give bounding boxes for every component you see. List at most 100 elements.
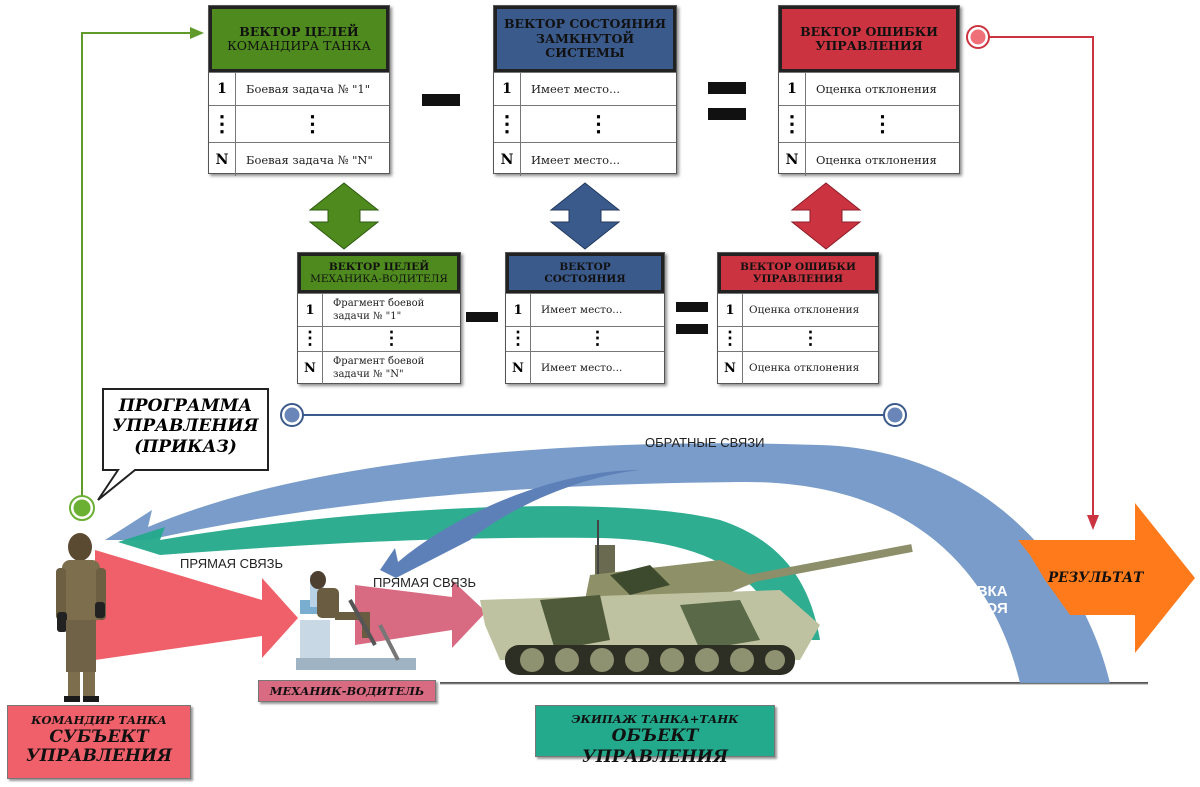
minus-sign-mid: [466, 312, 498, 322]
control-error-row-first: 1 Оценка отклонения: [779, 72, 959, 105]
direct-link-cone-2: [355, 580, 486, 648]
state-row-mid: ⋮ ⋮: [506, 326, 664, 351]
environment-line-3: (СРЕДА): [915, 617, 995, 638]
row-text: Имеет место...: [531, 82, 621, 96]
row-text: Имеет место...: [541, 362, 623, 374]
result-start-node: [967, 26, 989, 48]
direct-link-label-1: ПРЯМАЯ СВЯЗЬ: [180, 556, 284, 571]
error-title-2: УПРАВЛЕНИЯ: [752, 273, 844, 285]
row-text: Оценка отклонения: [816, 152, 937, 167]
error-header: ВЕКТОР ОШИБКИ УПРАВЛЕНИЯ: [718, 253, 878, 293]
state-row-last: N Имеет место...: [506, 351, 664, 384]
row-text: Имеет место...: [541, 304, 623, 316]
state-link-node-left: [281, 404, 303, 426]
row-text: Фрагмент боевой задачи № "1": [323, 297, 424, 323]
row-text: Боевая задача № "1": [246, 82, 371, 96]
driver-goals-title-1: ВЕКТОР ЦЕЛЕЙ: [328, 260, 430, 273]
row-index: 1: [298, 294, 323, 326]
equals-sign-mid-b: [676, 324, 708, 334]
commander-goals-row-mid: ⋮ ⋮: [209, 105, 389, 142]
callout-bubble: [97, 388, 269, 501]
row-index: N: [494, 143, 521, 176]
driver-goals-header: ВЕКТОР ЦЕЛЕЙ МЕХАНИКА-ВОДИТЕЛЯ: [298, 253, 460, 293]
red-double-arrow: [790, 182, 862, 250]
row-text: Имеет место...: [531, 152, 621, 167]
state-title-1: ВЕКТОР: [559, 260, 611, 273]
object-label: ЭКИПАЖ ТАНКА+ТАНК ОБЪЕКТ УПРАВЛЕНИЯ: [535, 705, 775, 767]
control-error-header: ВЕКТОР ОШИБКИ УПРАВЛЕНИЯ: [779, 6, 959, 72]
control-error-row-last: N Оценка отклонения: [779, 142, 959, 176]
state-header: ВЕКТОР СОСТОЯНИЯ: [506, 253, 664, 293]
state-link-node-right: [884, 404, 906, 426]
driver-goals-row-last: N Фрагмент боевой задачи № "N": [298, 351, 460, 384]
row-text-line-1: Фрагмент боевой: [333, 356, 425, 367]
driver-goals-row-first: 1 Фрагмент боевой задачи № "1": [298, 293, 460, 326]
error-vector: ВЕКТОР ОШИБКИ УПРАВЛЕНИЯ 1 Оценка отклон…: [717, 252, 879, 384]
feedback-label: ОБРАТНЫЕ СВЯЗИ: [645, 435, 765, 450]
equals-sign-mid-a: [676, 302, 708, 312]
row-index: N: [298, 352, 323, 384]
row-text: ⋮: [588, 328, 607, 350]
direct-link-cone-1: [95, 550, 298, 660]
driver-goals-row-mid: ⋮ ⋮: [298, 326, 460, 351]
row-index: 1: [506, 294, 531, 326]
result-label: РЕЗУЛЬТАТ: [1048, 570, 1144, 586]
row-index: 1: [779, 73, 806, 105]
row-text-line-2: задачи № "1": [333, 311, 402, 322]
minus-sign-top: [422, 94, 460, 106]
row-index: 1: [494, 73, 521, 105]
driver-goals-title-2: МЕХАНИКА-ВОДИТЕЛЯ: [310, 273, 448, 285]
row-index: ⋮: [209, 106, 236, 142]
commander-label: КОМАНДИР ТАНКА СУБЪЕКТ УПРАВЛЕНИЯ: [7, 705, 191, 779]
commander-label-line-2: СУБЪЕКТ: [49, 727, 149, 747]
commander-label-top: КОМАНДИР ТАНКА: [31, 713, 167, 727]
object-label-main: ОБЪЕКТ УПРАВЛЕНИЯ: [582, 726, 728, 768]
result-arrow: [1018, 503, 1195, 653]
commander-goals-header: ВЕКТОР ЦЕЛЕЙ КОМАНДИРА ТАНКА: [209, 6, 389, 72]
teal-feedback-arc: [118, 506, 820, 640]
callout-line-3: (ПРИКАЗ): [134, 436, 237, 457]
commander-goals-title-1: ВЕКТОР ЦЕЛЕЙ: [239, 23, 359, 39]
environment-arc: [105, 443, 1110, 683]
commander-goals-title-2: КОМАНДИРА ТАНКА: [227, 38, 371, 53]
driver-goals-vector: ВЕКТОР ЦЕЛЕЙ МЕХАНИКА-ВОДИТЕЛЯ 1 Фрагмен…: [297, 252, 461, 384]
command-start-node: [70, 496, 94, 520]
row-index: ⋮: [494, 106, 521, 142]
closed-state-title-2: ЗАМКНУТОЙ: [535, 30, 635, 46]
closed-state-title-3: СИСТЕМЫ: [545, 45, 625, 61]
closed-state-header: ВЕКТОР СОСТОЯНИЯ ЗАМКНУТОЙ СИСТЕМЫ: [494, 6, 676, 72]
row-index: N: [718, 352, 743, 384]
environment-label: ОБСТАНОВКА НА ПОЛЕ БОЯ (СРЕДА): [895, 583, 1015, 639]
row-index: ⋮: [718, 327, 743, 351]
row-text: ⋮: [871, 110, 894, 137]
closed-state-row-last: N Имеет место...: [494, 142, 676, 176]
row-text: Фрагмент боевой задачи № "N": [323, 355, 424, 381]
result-line-arrowhead: [1087, 515, 1099, 530]
commander-goals-row-last: N Боевая задача № "N": [209, 142, 389, 176]
equals-sign-top-a: [708, 82, 746, 94]
environment-line-2: НА ПОЛЕ БОЯ: [902, 600, 1008, 617]
row-text: ⋮: [587, 110, 610, 137]
result-line: [980, 36, 1094, 515]
row-index: ⋮: [506, 327, 531, 351]
control-error-row-mid: ⋮ ⋮: [779, 105, 959, 142]
driver-label: МЕХАНИК-ВОДИТЕЛЬ: [258, 680, 436, 702]
state-row-first: 1 Имеет место...: [506, 293, 664, 326]
callout-text: ПРОГРАММА УПРАВЛЕНИЯ (ПРИКАЗ): [103, 396, 268, 457]
row-index: N: [209, 143, 236, 176]
driver-figure: [296, 571, 416, 670]
callout-line-1: ПРОГРАММА: [118, 396, 253, 416]
row-text: Оценка отклонения: [749, 304, 860, 316]
direct-link-label-2: ПРЯМАЯ СВЯЗЬ: [373, 575, 477, 590]
commander-goals-row-first: 1 Боевая задача № "1": [209, 72, 389, 105]
row-index: 1: [209, 73, 236, 105]
environment-line-1: ОБСТАНОВКА: [902, 583, 1008, 600]
result-start-node-ring: [966, 25, 990, 49]
state-title-2: СОСТОЯНИЯ: [544, 273, 626, 285]
row-index: N: [779, 143, 806, 176]
commander-figure: [56, 533, 106, 702]
state-link-node-left-ring: [280, 403, 304, 427]
row-text: ⋮: [801, 328, 820, 350]
driver-feedback-arc: [380, 470, 640, 578]
